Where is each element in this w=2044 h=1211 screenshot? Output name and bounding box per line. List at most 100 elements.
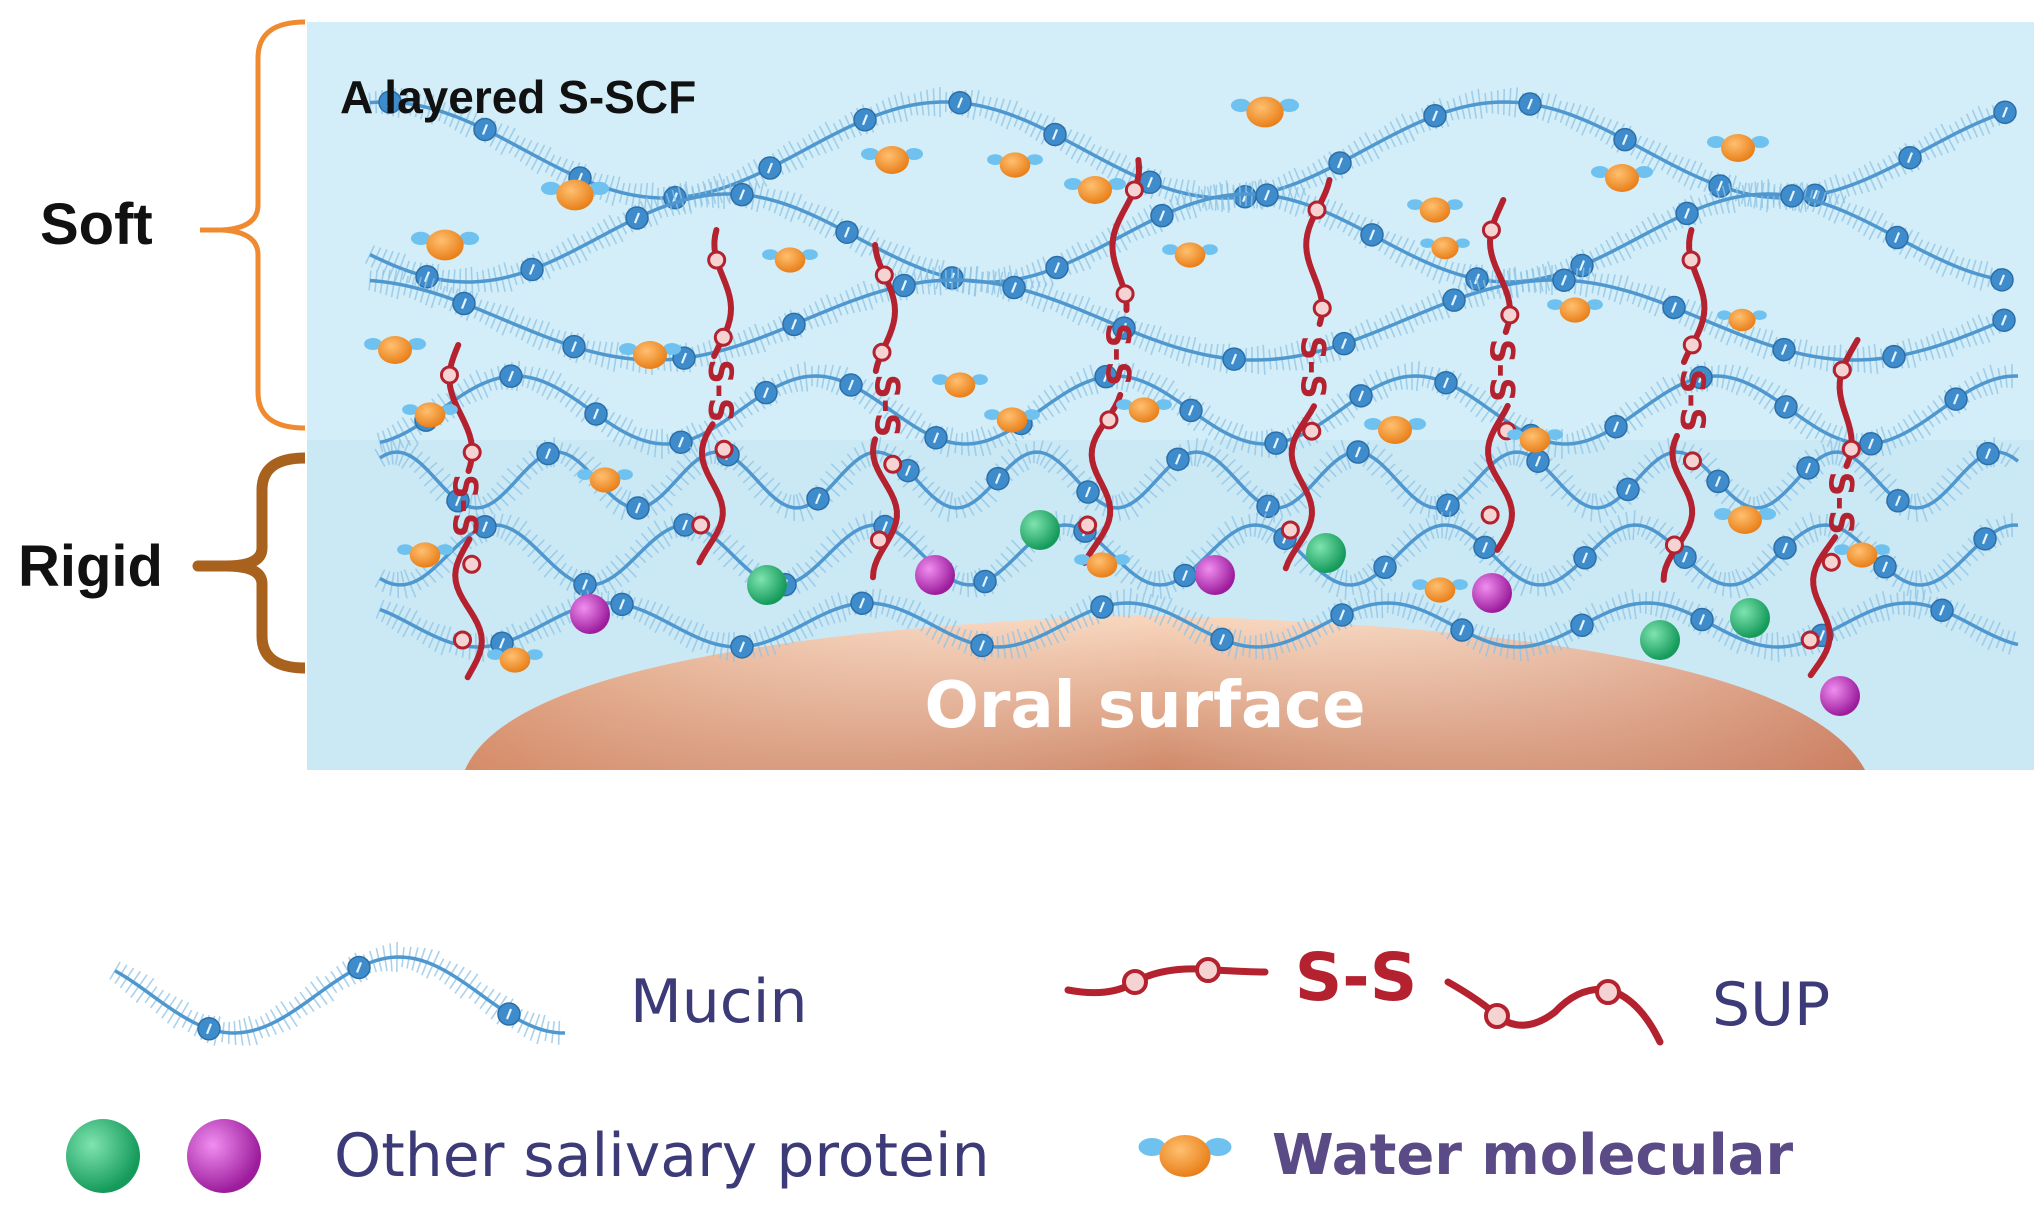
salivary-protein-magenta: [570, 594, 610, 634]
sup-segment: [1064, 965, 1269, 997]
mucin-bead-mark: [1481, 541, 1489, 553]
oral-surface: [465, 615, 1865, 770]
salivary-protein-green: [1020, 510, 1060, 550]
sup-chain: S-S: [439, 342, 485, 681]
water-molecule: [861, 146, 923, 174]
mucin-bead: [1774, 395, 1798, 419]
mucin-bead: [473, 117, 497, 142]
mucin-bead: [1772, 337, 1796, 362]
sup-chain: S-S: [1480, 197, 1522, 553]
mucin-bead: [1328, 151, 1352, 175]
mucin-bead-mark: [861, 114, 869, 126]
mucin-bead-mark: [766, 162, 774, 174]
mucin-bead: [1689, 365, 1713, 390]
mucin-bead-mark: [1683, 208, 1691, 219]
water-hydrogen: [984, 409, 1001, 420]
mucin-bead: [1882, 344, 1906, 369]
mucin-bristles: [109, 942, 561, 1046]
sup-chain: S-S: [1078, 157, 1144, 566]
water-hydrogen: [971, 374, 988, 385]
legend-water-symbol: [1138, 1135, 1232, 1177]
water-molecule: [1707, 134, 1769, 162]
sup-node: [439, 365, 459, 385]
mucin-bead-mark: [790, 318, 798, 330]
mucin-bead: [1076, 480, 1100, 504]
mucin-bead-mark: [1881, 561, 1889, 573]
sup-node: [713, 327, 733, 347]
sup-chain: S-S: [867, 242, 907, 581]
mucin-bead-mark: [1340, 338, 1348, 350]
mucin-bead: [1690, 607, 1714, 632]
water-oxygen: [499, 647, 531, 673]
mucin-bead-mark: [956, 97, 964, 109]
salivary-protein-green: [1640, 620, 1680, 660]
water-molecule: [1507, 427, 1563, 453]
mucin-bead-mark: [1581, 552, 1589, 564]
mucin-strand: [364, 178, 2014, 297]
mucin-bead: [1150, 203, 1174, 228]
water-molecule: [1074, 552, 1130, 578]
water-hydrogen: [1023, 409, 1040, 420]
mucin-bead-mark: [1534, 455, 1542, 467]
mucin-bead-mark: [1952, 393, 1960, 405]
water-molecule: [984, 407, 1040, 433]
sup-node: [1195, 957, 1221, 983]
water-hydrogen: [1204, 1138, 1232, 1156]
sup-chain: S-S: [1800, 337, 1861, 679]
mucin-bead: [1090, 595, 1114, 619]
water-oxygen: [774, 247, 806, 273]
water-hydrogen: [932, 374, 949, 385]
mucin-bead: [1992, 308, 2016, 332]
water-hydrogen: [1364, 418, 1382, 430]
mucin-bead-mark: [581, 579, 589, 590]
water-hydrogen: [1074, 554, 1091, 565]
legend-mucin-label: Mucin: [630, 967, 807, 1037]
mucin-bead-mark: [633, 212, 641, 224]
water-hydrogen: [1420, 238, 1435, 248]
mucin-bead: [1613, 127, 1637, 152]
mucin-bead-mark: [1894, 495, 1902, 507]
sup-disulfide-label: S-S: [1820, 472, 1860, 535]
mucin-bead-mark: [1670, 302, 1678, 313]
mucin-bead: [1993, 100, 2017, 125]
mucin-bead: [970, 633, 994, 658]
water-hydrogen: [1116, 399, 1133, 410]
mucin-bead-mark: [900, 280, 908, 291]
legend-magenta-protein: [187, 1119, 261, 1193]
salivary-protein-magenta: [915, 555, 955, 595]
mucin-bead-mark: [618, 598, 626, 610]
water-oxygen: [414, 402, 446, 428]
mucin-bead: [473, 514, 497, 539]
mucin-bead-mark: [738, 189, 746, 201]
mucin-bead-mark: [592, 408, 600, 420]
mucin-bead-mark: [1788, 190, 1796, 202]
mucin-bead-mark: [1780, 344, 1788, 355]
sup-node: [707, 250, 727, 270]
sup-node: [872, 342, 892, 362]
water-oxygen: [875, 146, 909, 174]
mucin-bead: [1616, 477, 1640, 502]
mucin-bead-mark: [1458, 624, 1466, 636]
water-hydrogen: [1714, 508, 1732, 520]
sup-node: [1821, 552, 1841, 572]
mucin-bead: [1873, 555, 1897, 579]
mucin-bead-mark: [1981, 533, 1989, 545]
mucin-bead: [626, 496, 650, 520]
water-molecule: [987, 152, 1043, 178]
mucin-bead-mark: [1354, 446, 1362, 458]
mucin-bead: [973, 569, 997, 594]
mucin-bead-mark: [1051, 129, 1059, 140]
water-oxygen: [426, 229, 464, 261]
mucin-bead-mark: [498, 637, 506, 649]
mucin-bead-mark: [1811, 189, 1819, 201]
legend-mucin-symbol: [109, 942, 566, 1046]
water-molecule: [540, 179, 610, 211]
mucin-bead: [536, 441, 560, 466]
water-hydrogen: [1758, 508, 1776, 520]
water-molecule: [577, 467, 633, 493]
water-molecule: [1064, 176, 1126, 204]
water-molecule: [762, 247, 818, 273]
sup-segment: [1807, 534, 1839, 679]
water-hydrogen: [1155, 399, 1172, 410]
water-molecule: [410, 229, 480, 261]
